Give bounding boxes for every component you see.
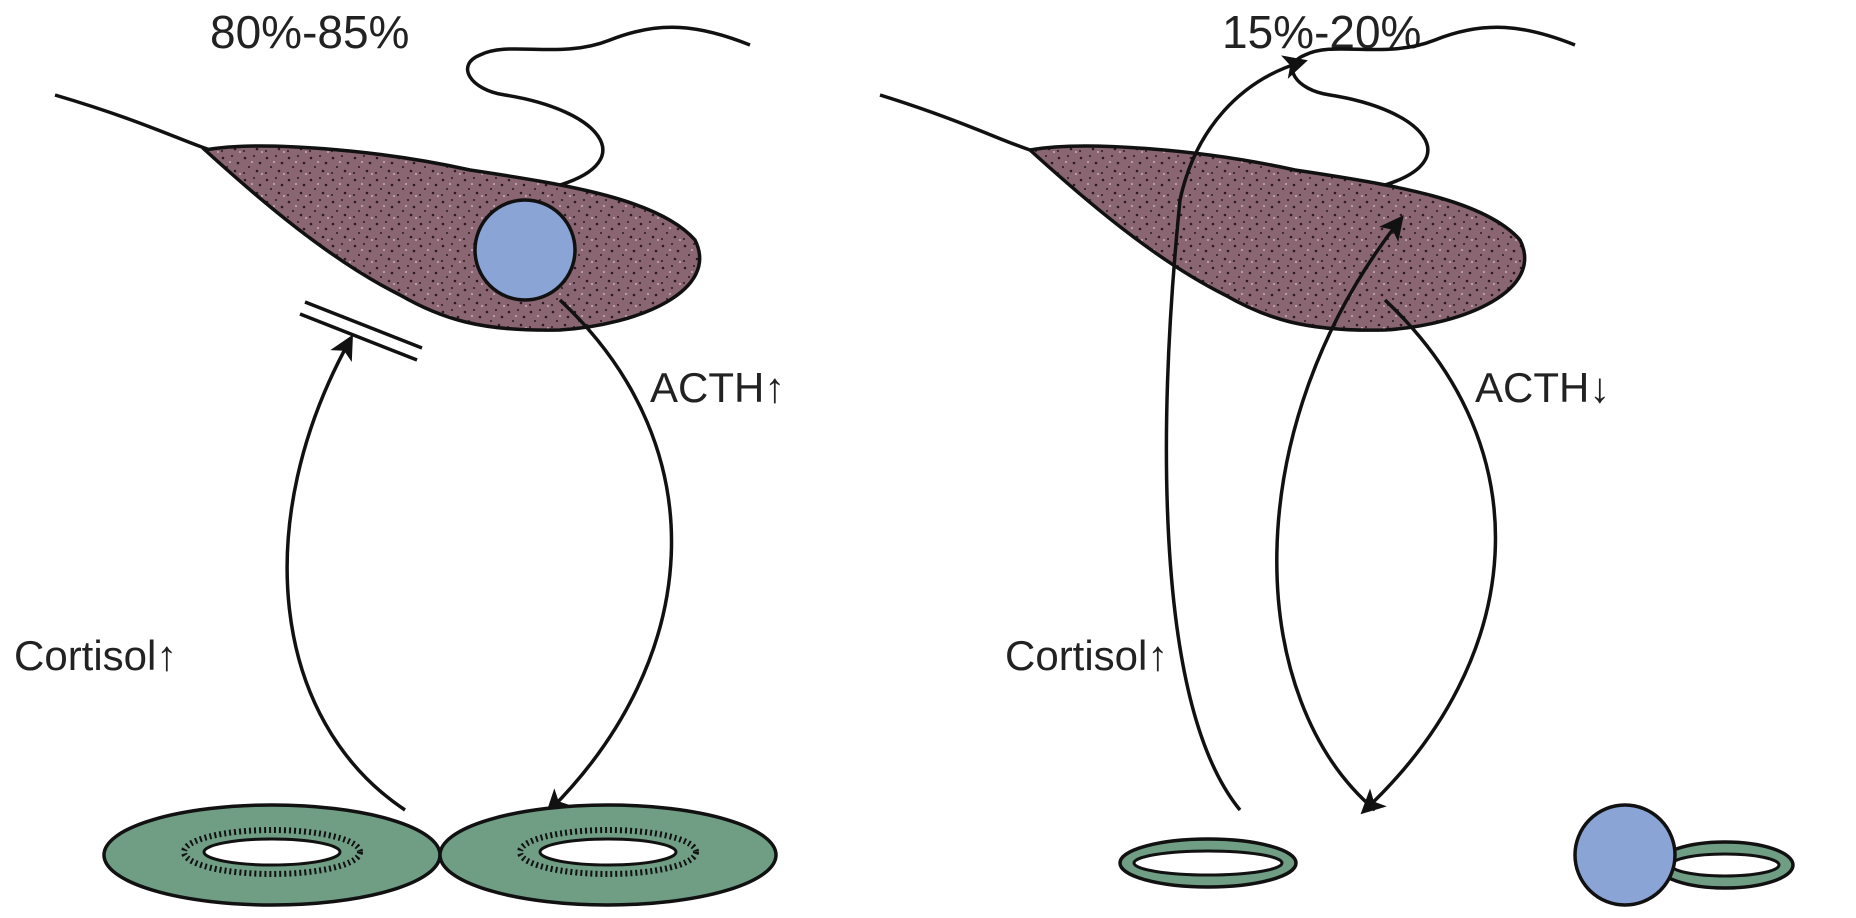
- right-pituitary-gland: [1030, 146, 1525, 330]
- left-adrenal-gland-1: [104, 805, 440, 905]
- right-pituitary-stalk: [880, 95, 1030, 150]
- left-cortisol-arrow: [287, 340, 405, 810]
- left-feedback-block-bar: [300, 302, 422, 360]
- right-panel: 15%-20% ACTH↓ Cortisol↑: [880, 6, 1793, 905]
- left-adrenal-gland-2: [440, 805, 776, 905]
- left-percentage-label: 80%-85%: [210, 6, 409, 58]
- left-pituitary-gland: [205, 146, 700, 330]
- right-acth-label: ACTH↓: [1475, 364, 1610, 411]
- left-acth-label: ACTH↑: [650, 364, 785, 411]
- left-cortisol-label: Cortisol↑: [14, 632, 177, 679]
- left-pituitary-stalk: [55, 95, 210, 150]
- left-infundibulum: [468, 27, 750, 185]
- left-pituitary-adenoma: [475, 200, 575, 300]
- right-cortisol-label: Cortisol↑: [1005, 632, 1168, 679]
- right-adrenal-adenoma: [1575, 805, 1793, 905]
- right-adrenal-gland-atrophic: [1120, 839, 1296, 887]
- left-panel: 80%-85% ACTH↑ Cortisol↑: [14, 6, 785, 905]
